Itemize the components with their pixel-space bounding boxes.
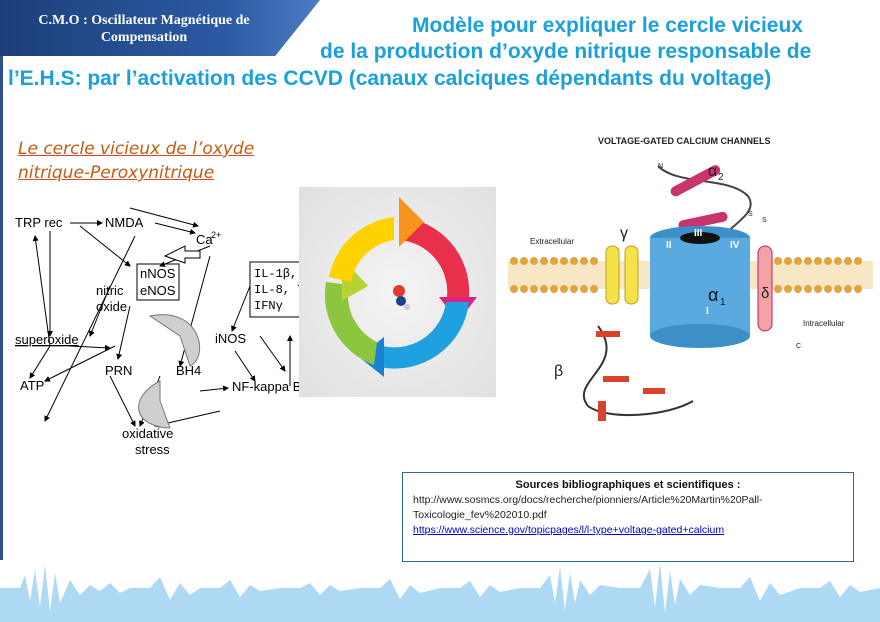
calcium-channel-diagram: VOLTAGE-GATED CALCIUM CHANNELS Extracell…	[508, 136, 873, 421]
badge-text: C.M.O : Oscillateur Magnétique de Compen…	[14, 12, 274, 46]
diagram-enos: eNOS	[140, 283, 176, 298]
title-line-2: de la production d’oxyde nitrique respon…	[320, 40, 812, 63]
diagram-stress: stress	[135, 442, 170, 457]
diagram-nmda: NMDA	[105, 215, 144, 230]
title-line-3: l’E.H.S: par l’activation des CCVD (cana…	[8, 67, 772, 90]
section-heading-1: Le cercle vicieux de l’oxyde	[18, 139, 255, 159]
alpha2-sub: 2	[718, 172, 724, 183]
cycle-arrows-graphic	[324, 197, 477, 377]
diagram-oxide: oxide	[96, 299, 127, 314]
channel-title: VOLTAGE-GATED CALCIUM CHANNELS	[598, 136, 771, 146]
badge-line-1: C.M.O : Oscillateur Magnétique de	[38, 13, 250, 28]
diagram-atp: ATP	[20, 378, 44, 393]
diagram-ca: Ca	[196, 232, 213, 247]
cycle-arrows-image	[299, 187, 496, 397]
diagram-ifn: IFNγ	[254, 299, 283, 313]
domain-III: III	[694, 228, 703, 239]
disulfide-s2: S	[762, 217, 767, 224]
diagram-nnos: nNOS	[140, 266, 176, 281]
diagram-inos: iNOS	[215, 331, 246, 346]
sources-title: Sources bibliographiques et scientifique…	[515, 479, 741, 491]
gamma-label: γ	[620, 225, 628, 242]
sound-wave-decoration	[0, 563, 880, 622]
alpha2-label: α	[708, 163, 717, 180]
n-terminal-label: N	[658, 163, 663, 170]
extracellular-label: Extracellular	[530, 237, 574, 246]
logo-badge: C.M.O : Oscillateur Magnétique de Compen…	[0, 0, 320, 56]
diagram-nitric: nitric	[96, 283, 124, 298]
diagram-nfkb: NF-kappa B	[232, 379, 301, 394]
diagram-prn: PRN	[105, 363, 132, 378]
section-heading-2: nitrique-Peroxynitrique	[18, 163, 215, 183]
domain-II: II	[666, 240, 672, 251]
diagram-oxidative: oxidative	[122, 426, 173, 441]
beta-label: β	[554, 363, 563, 380]
source-url-line-2: Toxicologie_fev%202010.pdf	[413, 509, 547, 521]
source-url-line-1: http://www.sosmcs.org/docs/recherche/pio…	[413, 494, 763, 506]
title-line-1: Modèle pour expliquer le cercle vicieux	[412, 14, 803, 37]
diagram-trp: TRP rec	[15, 215, 63, 230]
nitric-oxide-pathway-diagram: TRP rec NMDA Ca 2+ nNOS eNOS nitric oxid…	[15, 207, 333, 457]
diagram-bh4: BH4	[176, 363, 201, 378]
alpha1-sub: 1	[720, 297, 726, 308]
domain-IV: IV	[730, 240, 740, 251]
c-terminal-label: C	[796, 343, 801, 350]
diagram-ca-sup: 2+	[211, 230, 221, 240]
sources-box: Sources bibliographiques et scientifique…	[402, 472, 854, 562]
source-link[interactable]: https://www.science.gov/topicpages/l/l-t…	[413, 524, 725, 536]
alpha1-label: α	[708, 285, 718, 305]
disulfide-s1: S	[748, 211, 753, 218]
diagram-superoxide: superoxide	[15, 332, 79, 347]
left-accent-bar	[0, 0, 3, 560]
delta-label: δ	[761, 285, 769, 302]
domain-I: I	[706, 306, 709, 317]
badge-line-2: Compensation	[100, 30, 188, 45]
intracellular-label: Intracellular	[803, 319, 845, 328]
